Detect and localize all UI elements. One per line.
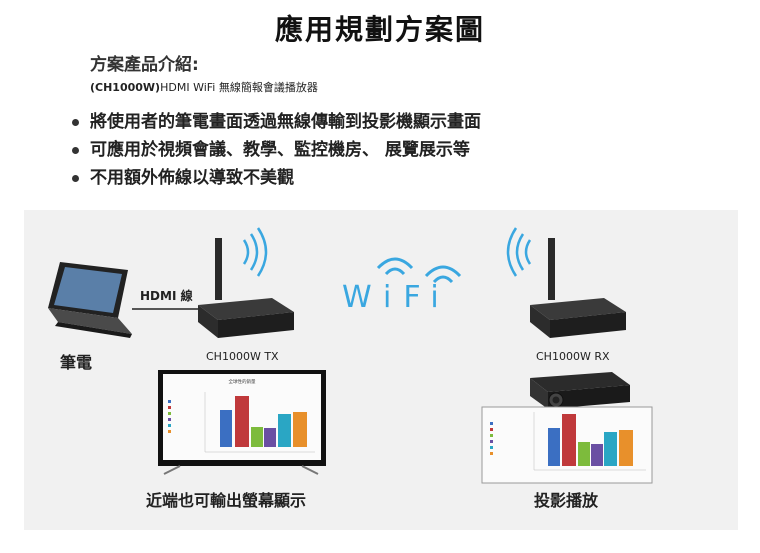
chart-bar — [619, 430, 633, 466]
chart-bar — [220, 410, 232, 447]
feature-list: 將使用者的筆電畫面透過無線傳輸到投影機顯示畫面 可應用於視頻會議、教學、監控機房… — [70, 108, 481, 192]
rx-device-label: CH1000W RX — [536, 350, 610, 363]
chart-bar — [264, 428, 276, 447]
hdmi-cable-label: HDMI 線 — [140, 289, 193, 303]
intro-heading: 方案產品介紹: — [90, 55, 199, 75]
bullet-icon — [72, 175, 79, 182]
chart-bar — [251, 427, 263, 447]
chart-bar — [293, 412, 307, 447]
product-model: (CH1000W) — [90, 81, 161, 94]
screen-legend — [490, 422, 493, 455]
chart-bar — [235, 396, 249, 447]
laptop-label: 筆電 — [60, 353, 93, 372]
feature-item: 將使用者的筆電畫面透過無線傳輸到投影機顯示畫面 — [70, 108, 481, 136]
feature-text: 可應用於視頻會議、教學、監控機房、 展覽展示等 — [90, 140, 470, 160]
product-line: (CH1000W)HDMI WiFi 無線簡報會議播放器 — [90, 79, 318, 95]
chart-bar — [278, 414, 291, 447]
feature-item: 不用額外佈線以導致不美觀 — [70, 164, 481, 192]
tv-caption: 近端也可輸出螢幕顯示 — [146, 491, 307, 510]
laptop-icon — [48, 262, 132, 338]
wifi-icon — [376, 257, 462, 284]
bullet-icon — [72, 147, 79, 154]
tx-device-label: CH1000W TX — [206, 350, 279, 363]
rx-device-icon — [530, 238, 626, 338]
tx-device-icon — [198, 238, 294, 338]
chart-bar — [578, 442, 590, 466]
chart-bar — [562, 414, 576, 466]
wifi-label: WiFi — [342, 280, 451, 315]
rx-signal-icon — [506, 227, 532, 277]
feature-text: 不用額外佈線以導致不美觀 — [90, 168, 294, 188]
page-title: 應用規劃方案圖 — [274, 13, 485, 46]
tv-chart-bars — [204, 392, 315, 453]
projector-icon — [530, 372, 630, 409]
tx-signal-icon — [242, 227, 268, 277]
tv-legend — [168, 400, 171, 433]
screen-chart-bars — [533, 412, 646, 471]
product-description: HDMI WiFi 無線簡報會議播放器 — [160, 81, 318, 94]
tv-chart-title: 全球性的銷量 — [229, 378, 256, 385]
chart-bar — [548, 428, 560, 466]
chart-bar — [591, 444, 603, 466]
chart-bar — [604, 432, 617, 466]
feature-text: 將使用者的筆電畫面透過無線傳輸到投影機顯示畫面 — [90, 112, 481, 132]
feature-item: 可應用於視頻會議、教學、監控機房、 展覽展示等 — [70, 136, 481, 164]
bullet-icon — [72, 119, 79, 126]
projector-caption: 投影播放 — [534, 491, 599, 510]
